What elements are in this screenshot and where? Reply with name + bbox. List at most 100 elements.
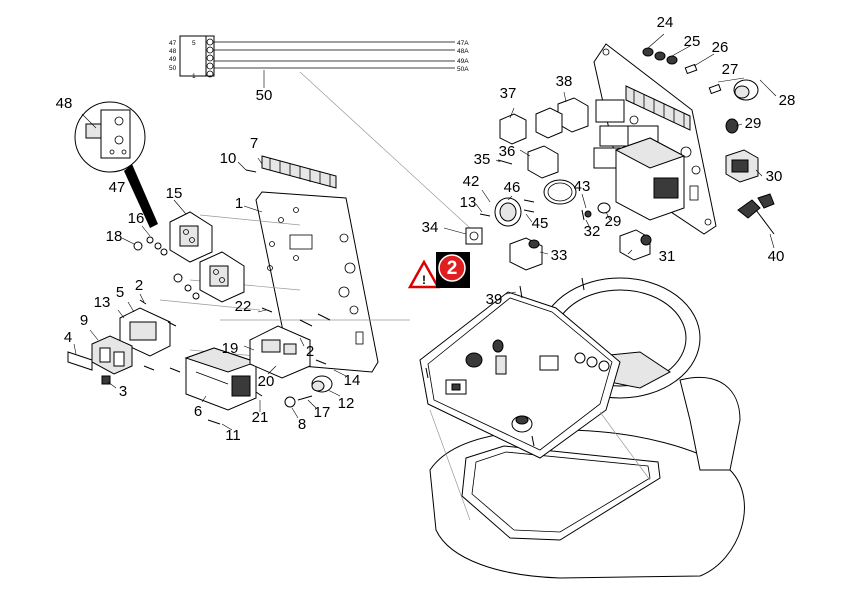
callout-40: 40 [768, 248, 785, 265]
callout-15: 15 [166, 185, 183, 202]
callout-29: 29 [745, 115, 762, 132]
callout-4: 4 [64, 329, 72, 346]
callout-45: 45 [532, 215, 549, 232]
ring-29 [597, 202, 611, 214]
controller-module [614, 137, 686, 221]
terminal-strip-right [625, 85, 691, 131]
screw-21 [255, 391, 263, 397]
cap-24 [642, 47, 678, 65]
screw-2 [139, 299, 147, 305]
relay-module [599, 125, 629, 147]
callout-5: 5 [116, 284, 124, 301]
callout-34: 34 [422, 219, 439, 236]
relay-block-5 [119, 307, 171, 357]
callout-24: 24 [657, 14, 674, 31]
wire-label-49: 49 [169, 56, 177, 63]
washer-8 [284, 396, 296, 408]
wire-label-48: 48 [169, 48, 177, 55]
wiring-harness-50 [179, 35, 455, 88]
relay-38 [535, 97, 589, 139]
callout-30: 30 [766, 168, 783, 185]
wire-label-47a: 47A [457, 40, 469, 47]
callout-33: 33 [551, 247, 568, 264]
callout-21: 21 [252, 409, 269, 426]
callout-17: 17 [314, 404, 331, 421]
callout-28: 28 [779, 92, 796, 109]
steering-console [419, 277, 745, 579]
wire-label-50a: 50A [457, 66, 469, 73]
callout-10: 10 [220, 150, 237, 167]
key-40 [737, 193, 775, 235]
wire-label-47: 47 [169, 40, 177, 47]
callout-2: 2 [306, 343, 314, 360]
callout-32: 32 [584, 223, 601, 240]
callout-18: 18 [106, 228, 123, 245]
relay-36 [527, 145, 559, 179]
gauge-28 [733, 79, 759, 101]
relay-9 [91, 335, 133, 375]
wire-label-49a: 49A [457, 58, 469, 65]
callout-43: 43 [574, 178, 591, 195]
callout-1: 1 [235, 195, 243, 212]
selector-33 [509, 237, 543, 271]
screw-39 [519, 285, 523, 299]
bracket-4 [67, 351, 93, 371]
screw-13-right [479, 213, 491, 217]
callout-9: 9 [80, 312, 88, 329]
callout-11: 11 [225, 427, 241, 444]
warning-number: 2 [447, 258, 458, 279]
wire-label-50: 50 [169, 65, 177, 72]
callout-42: 42 [463, 173, 480, 190]
wire-label-48a: 48A [457, 48, 469, 55]
callout-25: 25 [684, 33, 701, 50]
terminal-label-top: 5 [192, 40, 196, 47]
callout-46: 46 [504, 179, 521, 196]
warning-symbol: ! 2 [407, 252, 470, 289]
washer-16 [146, 236, 154, 244]
detail-magnifier [74, 101, 158, 228]
screw-35 [497, 159, 513, 165]
callout-16: 16 [128, 210, 145, 227]
callout-36: 36 [499, 143, 516, 160]
switch-30 [725, 149, 759, 183]
lock-45 [494, 197, 522, 227]
callout-6: 6 [194, 403, 202, 420]
connector-15 [169, 211, 213, 263]
controller-box-6 [184, 347, 258, 411]
circuit-board-19 [249, 325, 311, 379]
callout-13: 13 [460, 194, 477, 211]
relay-37 [499, 113, 527, 145]
callout-8: 8 [298, 416, 306, 433]
terminal-label-bottom: 1 [192, 73, 196, 80]
relay-module [595, 99, 625, 123]
callout-27: 27 [722, 61, 739, 78]
callout-3: 3 [119, 383, 127, 400]
switch-34 [465, 227, 483, 245]
switch-29 [725, 118, 739, 134]
terminal-strip-7 [261, 155, 337, 189]
contact-32 [581, 209, 585, 221]
nut-18 [133, 241, 143, 251]
callout-22: 22 [235, 298, 252, 315]
warning-exclamation: ! [422, 273, 426, 287]
callout-47: 47 [109, 179, 126, 196]
contact-43 [584, 210, 592, 218]
callout-29: 29 [605, 213, 622, 230]
callout-2: 2 [135, 277, 143, 294]
gasket-46 [543, 179, 577, 205]
callout-26: 26 [712, 39, 729, 56]
callout-14: 14 [344, 372, 361, 389]
callout-37: 37 [500, 85, 517, 102]
screw-11 [207, 419, 221, 425]
callout-20: 20 [258, 373, 275, 390]
callout-19: 19 [222, 340, 239, 357]
screw-17 [297, 395, 313, 401]
mounting-plate-1 [159, 191, 410, 373]
callout-50: 50 [256, 87, 273, 104]
indicator-26 [684, 63, 722, 95]
callout-35: 35 [474, 151, 491, 168]
callout-39: 39 [486, 291, 503, 308]
callout-7: 7 [250, 135, 258, 152]
callout-48: 48 [56, 95, 73, 112]
